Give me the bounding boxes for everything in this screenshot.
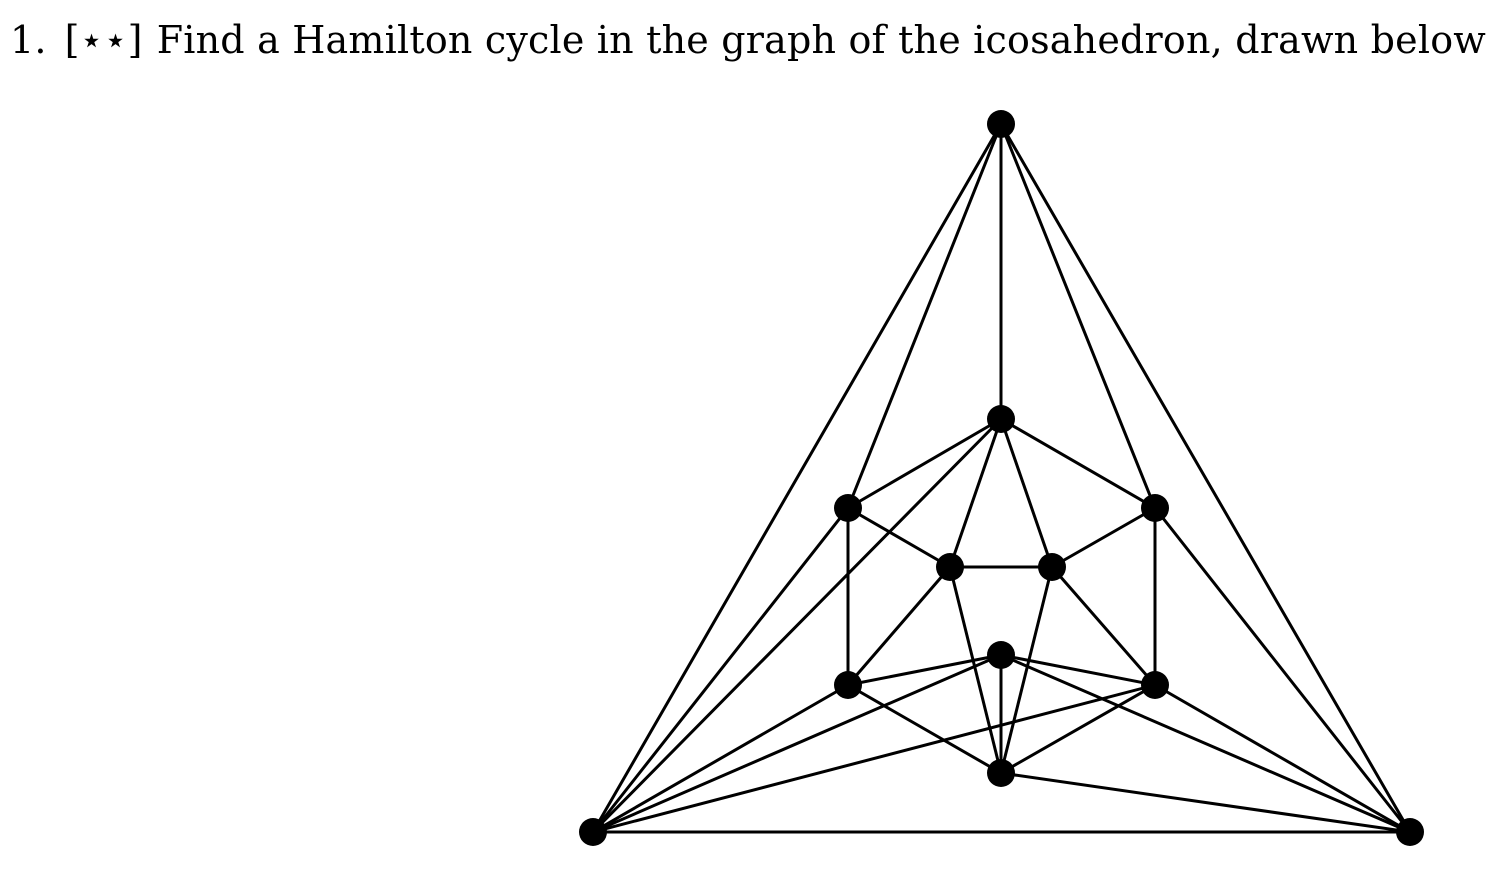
vertex-f: [1141, 494, 1169, 522]
edge-d-e: [846, 417, 1003, 510]
edge-h-k: [1050, 565, 1157, 687]
edge-g-l: [846, 653, 1003, 687]
edge-e-j: [846, 506, 952, 569]
edge-g-i: [846, 683, 1003, 775]
problem-text: Find a Hamilton cycle in the graph of th…: [156, 18, 1488, 62]
vertex-e: [834, 494, 862, 522]
edge-i-j: [948, 565, 1003, 775]
vertex-i: [987, 759, 1015, 787]
problem-statement: 1. [⋆⋆] Find a Hamilton cycle in the graph…: [10, 14, 1488, 66]
problem-number: 1.: [10, 18, 47, 62]
edge-a-b: [591, 122, 1003, 834]
edge-a-f: [999, 122, 1157, 510]
vertex-b: [579, 818, 607, 846]
edge-a-e: [846, 122, 1003, 510]
edge-f-k: [1050, 506, 1157, 569]
edge-d-f: [999, 417, 1157, 510]
edge-c-l: [999, 653, 1412, 834]
vertex-j: [936, 553, 964, 581]
edge-b-g: [591, 683, 850, 834]
vertex-l: [987, 641, 1015, 669]
graph-edges: [591, 122, 1412, 834]
edge-h-l: [999, 653, 1157, 687]
edge-d-k: [999, 417, 1054, 569]
vertex-g: [834, 671, 862, 699]
difficulty-stars: [⋆⋆]: [64, 18, 143, 62]
edge-b-e: [591, 506, 850, 834]
edge-c-i: [999, 771, 1412, 834]
edge-d-j: [948, 417, 1003, 569]
edge-b-h: [591, 683, 1157, 834]
edge-b-d: [591, 417, 1003, 834]
vertex-d: [987, 405, 1015, 433]
edge-i-k: [999, 565, 1054, 775]
graph-vertices: [579, 110, 1424, 846]
vertex-k: [1038, 553, 1066, 581]
edge-b-l: [591, 653, 1003, 834]
vertex-a: [987, 110, 1015, 138]
edge-c-h: [1153, 683, 1412, 834]
edge-c-f: [1153, 506, 1412, 834]
edge-h-i: [999, 683, 1157, 775]
vertex-h: [1141, 671, 1169, 699]
edge-g-j: [846, 565, 952, 687]
edge-a-c: [999, 122, 1412, 834]
vertex-c: [1396, 818, 1424, 846]
